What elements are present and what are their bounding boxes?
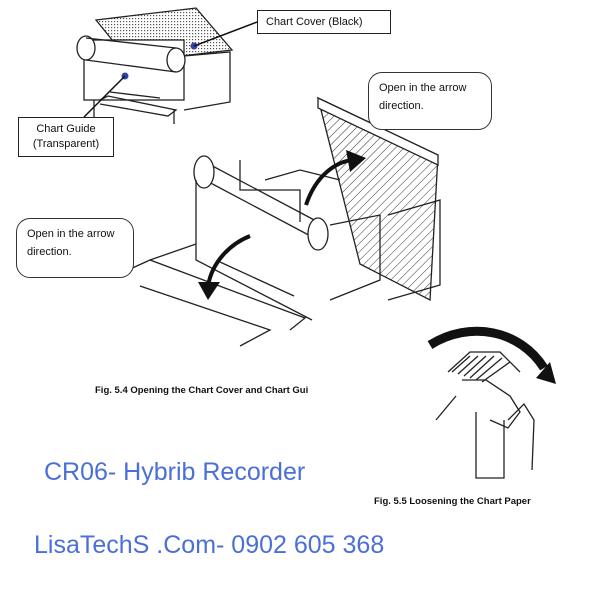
small-recorder-unit [76, 7, 234, 124]
open-arrow-left-text-line1: Open in the arrow [27, 228, 115, 240]
chart-guide-label: Chart Guide (Transparent) [18, 117, 114, 157]
figure-5-5-caption: Fig. 5.5 Loosening the Chart Paper [374, 496, 531, 507]
chart-guide-text-line1: Chart Guide [36, 123, 96, 135]
loosen-arrow-head [536, 362, 556, 384]
overlay-title: CR06- Hybrib Recorder [44, 458, 306, 486]
open-arrow-left-callout: Open in the arrow direction. [16, 218, 134, 278]
chart-paper-hand-illustration [427, 326, 548, 479]
open-arrow-right [304, 158, 353, 206]
open-arrow-right-callout: Open in the arrow direction. [368, 72, 492, 130]
chart-cover-text: Chart Cover (Black) [266, 16, 363, 28]
open-arrow-left [206, 234, 251, 287]
figure-5-4-caption: Fig. 5.4 Opening the Chart Cover and Cha… [95, 385, 309, 396]
open-arrow-right-text-line2: direction. [379, 100, 424, 112]
open-arrow-left-head [198, 282, 220, 300]
open-arrow-left-text-line2: direction. [27, 246, 72, 258]
chart-guide-text-line2: (Transparent) [32, 138, 100, 150]
large-recorder-body [127, 96, 441, 347]
overlay-contact: LisaTechS .Com- 0902 605 368 [34, 531, 385, 559]
chart-cover-label: Chart Cover (Black) [257, 10, 391, 34]
open-arrow-right-head [346, 150, 366, 172]
open-arrow-right-text-line1: Open in the arrow [379, 82, 467, 94]
